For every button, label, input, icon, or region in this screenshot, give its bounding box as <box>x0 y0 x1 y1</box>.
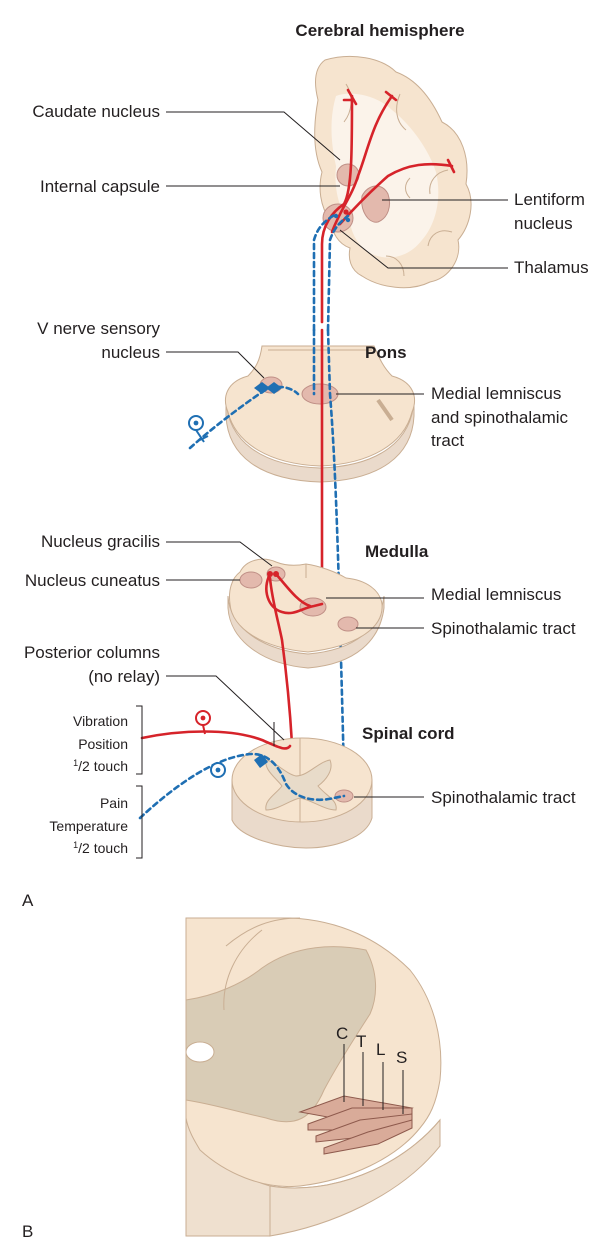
lamination-label-l: L <box>376 1040 385 1059</box>
panel-b-letter: B <box>22 1222 33 1241</box>
label-thalamus: Thalamus <box>514 258 589 277</box>
panel-a-labels: Cerebral hemisphere Caudate nucleus Inte… <box>22 21 589 910</box>
leader-lines <box>136 111 508 859</box>
label-ml-st-1: Medial lemniscus <box>431 384 561 403</box>
label-spinothalamic-spinal: Spinothalamic tract <box>431 788 576 807</box>
level-medulla: Medulla <box>365 542 429 561</box>
label-lentiform-2: nucleus <box>514 214 573 233</box>
label-nucleus-cuneatus: Nucleus cuneatus <box>25 571 160 590</box>
modality-half-touch-dorsal: 1/2 touch <box>73 758 128 774</box>
thalamic-synapse-dot <box>343 209 349 215</box>
cerebral-hemisphere-section <box>312 55 472 332</box>
panel-a-letter: A <box>22 891 34 910</box>
label-caudate-nucleus: Caudate nucleus <box>32 102 160 121</box>
label-posterior-columns-2: (no relay) <box>88 667 160 686</box>
modality-temperature: Temperature <box>49 818 128 834</box>
label-internal-capsule: Internal capsule <box>40 177 160 196</box>
label-ml-st-3: tract <box>431 431 464 450</box>
level-spinal-cord: Spinal cord <box>362 724 455 743</box>
lamination-label-c: C <box>336 1024 348 1043</box>
label-ml-st-2: and spinothalamic <box>431 408 569 427</box>
pons-section <box>188 345 415 483</box>
label-nucleus-gracilis: Nucleus gracilis <box>41 532 160 551</box>
modality-position: Position <box>78 736 128 752</box>
panel-b-spinal-lamination: C T L S B <box>22 917 442 1241</box>
medulla-section <box>227 558 385 746</box>
modality-pain: Pain <box>100 795 128 811</box>
modality-half-touch-anterolateral: 1/2 touch <box>73 840 128 856</box>
spinal-cord-section <box>138 710 373 849</box>
label-medial-lemniscus: Medial lemniscus <box>431 585 561 604</box>
modality-vibration: Vibration <box>73 713 128 729</box>
label-spinothalamic-medulla: Spinothalamic tract <box>431 619 576 638</box>
pons-medial-lemniscus <box>301 383 339 405</box>
label-lentiform-1: Lentiform <box>514 190 585 209</box>
label-v-nerve-2: nucleus <box>101 343 160 362</box>
label-v-nerve-1: V nerve sensory <box>37 319 160 338</box>
level-pons: Pons <box>365 343 407 362</box>
lamination-label-s: S <box>396 1048 407 1067</box>
medulla-spinothalamic-tract <box>337 616 359 632</box>
level-cerebral-hemisphere: Cerebral hemisphere <box>295 21 464 40</box>
lamination-label-t: T <box>356 1032 366 1051</box>
label-posterior-columns-1: Posterior columns <box>24 643 160 662</box>
nucleus-cuneatus <box>239 571 263 589</box>
